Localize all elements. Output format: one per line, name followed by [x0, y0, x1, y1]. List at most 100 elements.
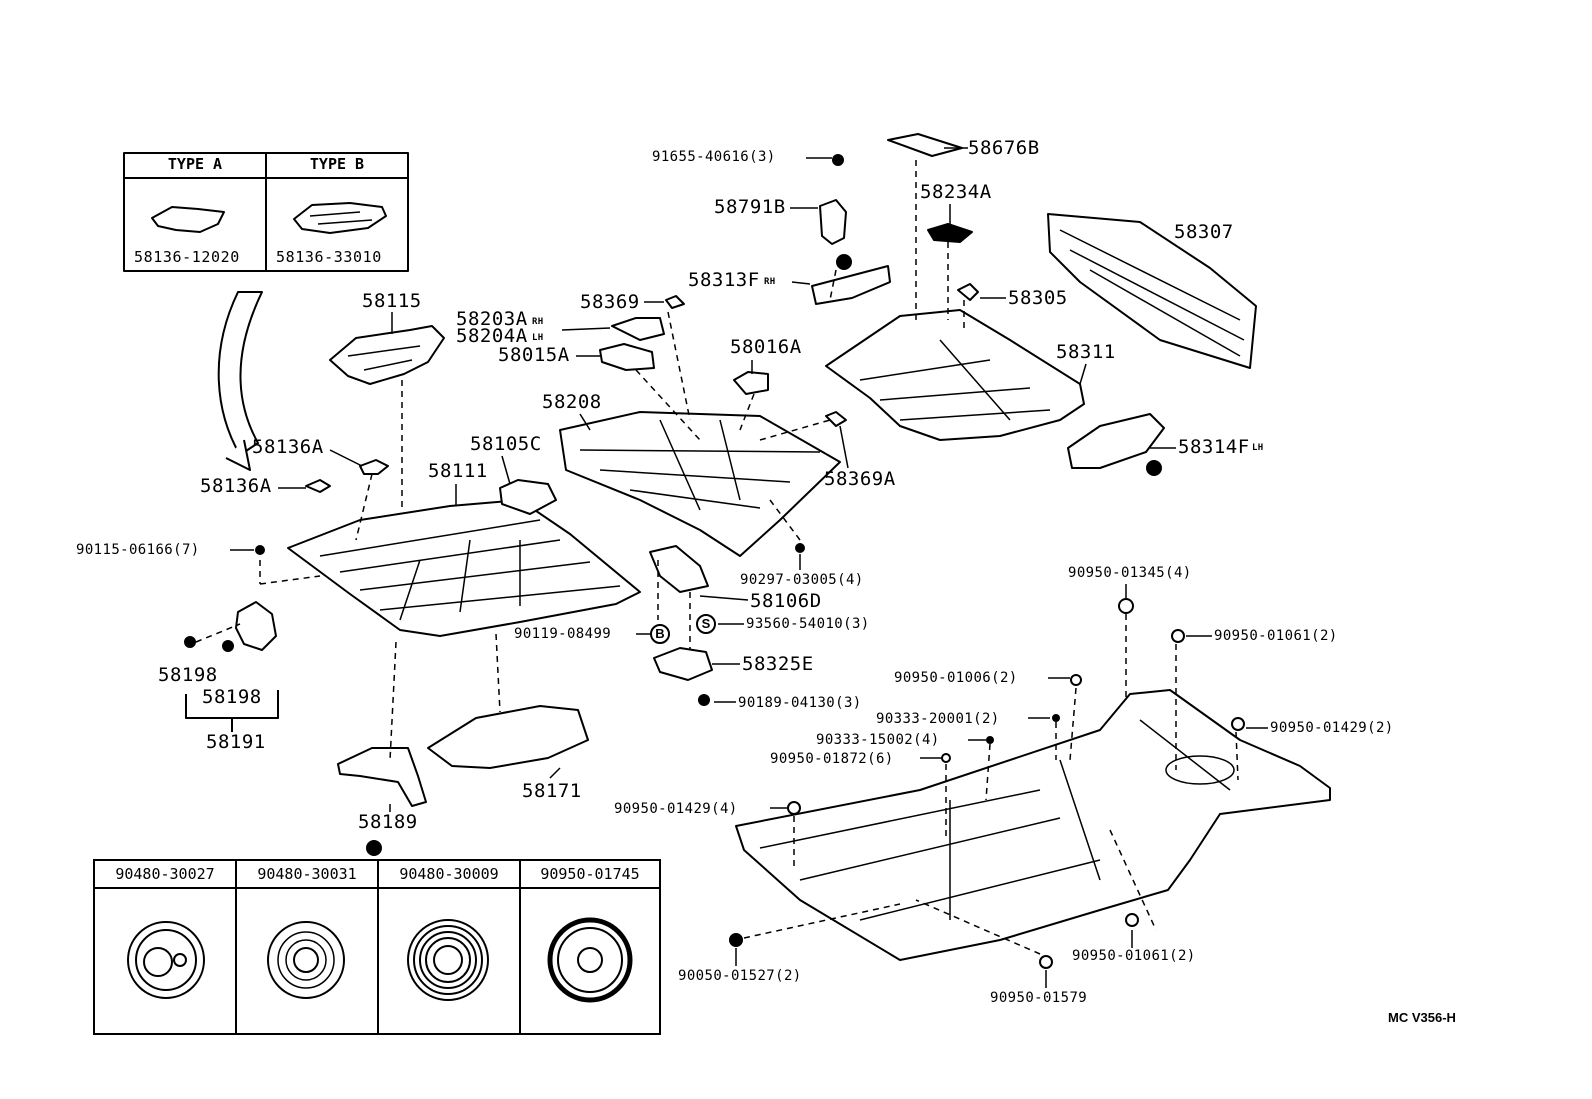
part-58111-floor-pan — [287, 499, 641, 637]
bolt-90297-icon — [795, 543, 805, 553]
label-58198-right: 58198 — [202, 686, 262, 708]
part-58015a-shape — [599, 343, 655, 371]
label-91655-40616: 91655-40616(3) — [652, 149, 776, 165]
label-58203a: 58203A — [456, 308, 528, 330]
type-a-part-number: 58136-12020 — [134, 248, 240, 266]
label-58208: 58208 — [542, 391, 602, 413]
label-58171: 58171 — [522, 780, 582, 802]
grommet-90480-30009-icon — [407, 919, 489, 1001]
label-90950-01006: 90950-01006(2) — [894, 670, 1018, 686]
label-58325e: 58325E — [742, 653, 814, 675]
label-90950-01872: 90950-01872(6) — [770, 751, 894, 767]
label-58115: 58115 — [362, 290, 422, 312]
label-90950-01061-upper: 90950-01061(2) — [1214, 628, 1338, 644]
part-58307-back-panel — [1047, 213, 1257, 369]
grommet-90480-30031-icon — [267, 921, 345, 999]
plug-90333-15002-icon — [986, 736, 994, 744]
plug-90950-01061-icon — [1171, 629, 1185, 643]
part-58136a-clip-2 — [305, 479, 331, 493]
diagram-code: MC V356-H — [1388, 1010, 1456, 1025]
label-90950-01579: 90950-01579 — [990, 990, 1088, 1006]
label-58313f: 58313F — [688, 269, 760, 291]
label-58203a-side: RH — [532, 317, 544, 327]
label-58311: 58311 — [1056, 341, 1116, 363]
label-58204a: 58204A — [456, 325, 528, 347]
type-b-header: TYPE B — [309, 155, 365, 173]
grommet-marker-icon-3 — [1146, 460, 1162, 476]
s-marker-icon: S — [696, 614, 716, 634]
label-58106d: 58106D — [750, 590, 822, 612]
grommet-header-1: 90480-30027 — [115, 865, 215, 883]
part-58369a-clip — [825, 411, 847, 427]
label-58136a-upper: 58136A — [252, 436, 324, 458]
type-a-header: TYPE A — [167, 155, 223, 173]
label-90333-15002: 90333-15002(4) — [816, 732, 940, 748]
label-90333-20001: 90333-20001(2) — [876, 711, 1000, 727]
part-58314f-shape — [1067, 413, 1165, 469]
label-58105c: 58105C — [470, 433, 542, 455]
part-58676b-plate — [887, 133, 963, 157]
label-90950-01429-left: 90950-01429(4) — [614, 801, 738, 817]
plug-90050-icon — [729, 933, 743, 947]
grommet-header-4: 90950-01745 — [540, 865, 640, 883]
plug-90950-01429-icon — [1231, 717, 1245, 731]
plug-90333-20001-icon — [1052, 714, 1060, 722]
label-58191: 58191 — [206, 731, 266, 753]
label-58198-left: 58198 — [158, 664, 218, 686]
label-90189-04130: 90189-04130(3) — [738, 695, 862, 711]
label-58791b: 58791B — [714, 196, 786, 218]
label-58111: 58111 — [428, 460, 488, 482]
part-58136a-clip-1 — [359, 459, 389, 475]
grommet-header-2: 90480-30031 — [257, 865, 357, 883]
label-58016a: 58016A — [730, 336, 802, 358]
part-58016a-shape — [733, 371, 769, 395]
plug-90950-01429b-icon — [787, 801, 801, 815]
plug-90950-01006-icon — [1070, 674, 1082, 686]
plug-90950-01872-icon — [941, 753, 951, 763]
label-58369: 58369 — [580, 291, 640, 313]
type-a-clip-icon — [151, 206, 225, 233]
label-58369a: 58369A — [824, 468, 896, 490]
label-58676b: 58676B — [968, 137, 1040, 159]
label-58136a-lower: 58136A — [200, 475, 272, 497]
part-58105c-shape — [499, 479, 557, 515]
bolt-90115-icon — [255, 545, 265, 555]
part-58203a-bracket — [611, 317, 665, 341]
part-58311-tire-pan — [825, 309, 1085, 441]
nut-90189-icon — [698, 694, 710, 706]
label-90115-06166: 90115-06166(7) — [76, 542, 200, 558]
type-b-part-number: 58136-33010 — [276, 248, 382, 266]
label-58234a: 58234A — [920, 181, 992, 203]
label-58204a-side: LH — [532, 333, 544, 343]
part-58791b-shape — [819, 199, 847, 245]
type-table-frame — [123, 152, 409, 272]
label-90050-01527: 90050-01527(2) — [678, 968, 802, 984]
part-58369-clip — [665, 295, 685, 309]
grommet-header-3: 90480-30009 — [399, 865, 499, 883]
grommet-marker-icon — [366, 840, 382, 856]
label-90950-01061-lower: 90950-01061(2) — [1072, 948, 1196, 964]
part-58305-shape — [957, 283, 979, 301]
plug-90950-01579-icon — [1039, 955, 1053, 969]
part-58106d-shape — [649, 545, 709, 593]
label-58314f-side: LH — [1252, 443, 1264, 453]
part-58115-shape — [329, 325, 445, 385]
part-58198-nut-2 — [222, 640, 234, 652]
label-90950-01429-right: 90950-01429(2) — [1270, 720, 1394, 736]
part-58325e-shape — [653, 647, 713, 681]
b-marker-icon: B — [650, 624, 670, 644]
label-58015a: 58015A — [498, 344, 570, 366]
part-58189-shape — [337, 747, 427, 807]
label-58314f: 58314F — [1178, 436, 1250, 458]
bolt-91655-icon — [832, 154, 844, 166]
type-pointer-arrow — [217, 291, 263, 456]
plug-90950-01061b-icon — [1125, 913, 1139, 927]
plug-90950-01345-icon — [1118, 598, 1134, 614]
label-93560-54010: 93560-54010(3) — [746, 616, 870, 632]
label-90297-03005: 90297-03005(4) — [740, 572, 864, 588]
part-58171-shape — [427, 705, 589, 769]
label-58305: 58305 — [1008, 287, 1068, 309]
grommet-90480-30027-icon — [127, 921, 205, 999]
